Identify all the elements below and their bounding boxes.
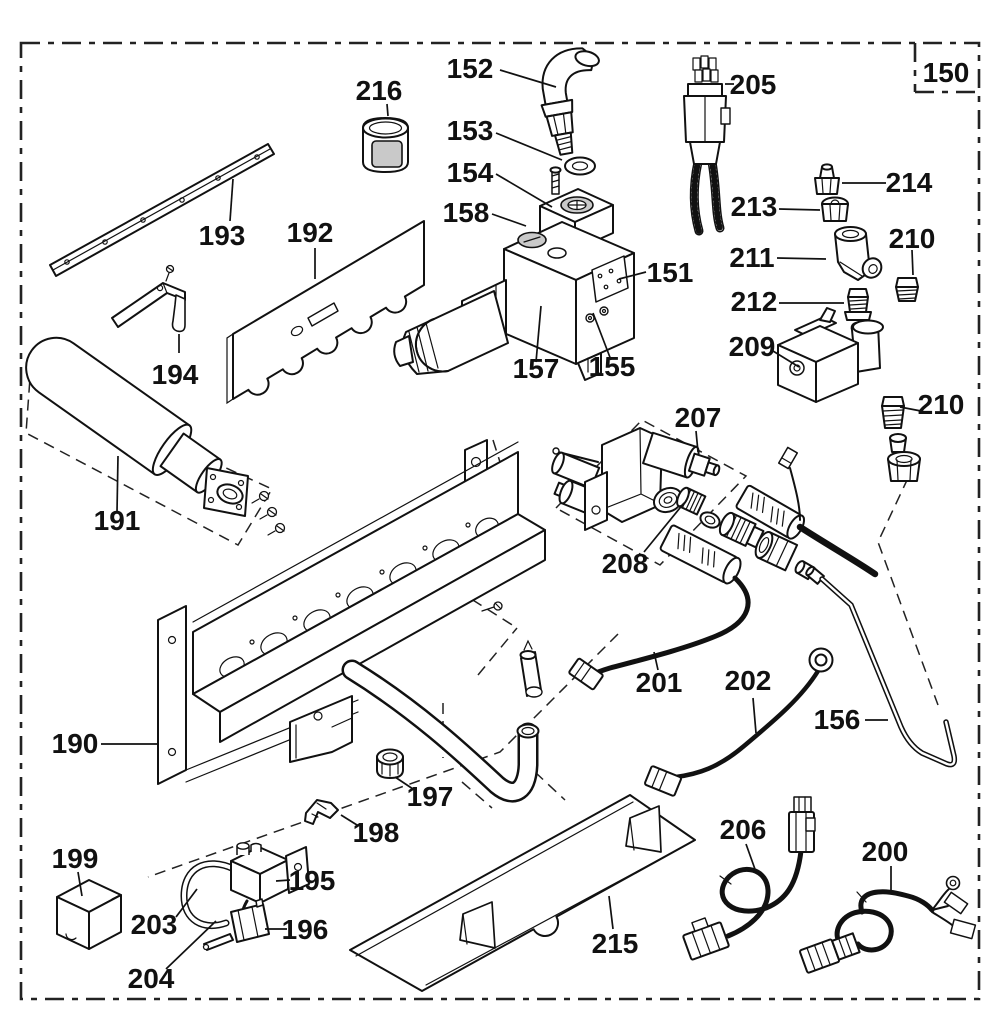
part-label-199: 199 (52, 843, 99, 874)
part-label-209: 209 (729, 331, 776, 362)
part-216-cartridge (362, 117, 409, 173)
part-label-155: 155 (589, 351, 636, 382)
part-label-202: 202 (725, 665, 772, 696)
part-197-nut (376, 748, 404, 779)
part-156-pilot-tube (805, 565, 958, 768)
part-label-216: 216 (356, 75, 403, 106)
sheet-border (19, 41, 981, 1001)
part-label-215: 215 (592, 928, 639, 959)
part-label-203: 203 (131, 909, 178, 940)
part-153-washer (564, 156, 596, 176)
part-label-192: 192 (287, 217, 334, 248)
part-213-fitting (821, 196, 849, 222)
part-label-201: 201 (636, 667, 683, 698)
part-label-200: 200 (862, 836, 909, 867)
part-label-210a: 210 (889, 223, 936, 254)
part-label-207: 207 (675, 402, 722, 433)
part-label-212: 212 (731, 286, 778, 317)
leader-lines (77, 69, 922, 970)
part-194-bracket (111, 264, 186, 333)
part-214-fitting (814, 163, 840, 195)
part-label-213: 213 (731, 191, 778, 222)
flange-screws (251, 490, 286, 536)
part-label-191: 191 (94, 505, 141, 536)
part-label-153: 153 (447, 115, 494, 146)
part-label-210b: 210 (918, 389, 965, 420)
part-label-211: 211 (729, 242, 774, 273)
part-label-214: 214 (886, 167, 933, 198)
part-192-baffle-panel (226, 220, 425, 405)
part-label-151: 151 (647, 257, 694, 288)
part-label-205: 205 (730, 69, 777, 100)
part-211-elbow-fitting (834, 226, 883, 281)
part-206-cable (682, 796, 816, 961)
part-label-206: 206 (720, 814, 767, 845)
part-210-fitting-lower (881, 396, 921, 482)
part-207-manifold (551, 427, 721, 531)
part-205-cable-connector (683, 55, 731, 236)
part-212-fitting (844, 288, 872, 321)
part-label-156: 156 (814, 704, 861, 735)
part-label-150: 150 (923, 57, 970, 88)
part-152-elbow-fitting (540, 47, 600, 156)
part-200-harness (799, 875, 977, 974)
part-190-burner-tray (157, 439, 546, 803)
part-label-157: 157 (513, 353, 560, 384)
part-label-204: 204 (128, 963, 175, 994)
part-151-gas-valve (393, 166, 635, 381)
part-label-196: 196 (282, 914, 329, 945)
part-191-burner-tube (25, 336, 286, 536)
part-labels: 150 152 153 154 158 151 157 155 205 214 … (52, 53, 970, 994)
exploded-union-parts (699, 511, 822, 583)
manifold-pipe (341, 659, 540, 803)
part-label-208: 208 (602, 548, 649, 579)
part-label-193: 193 (199, 220, 246, 251)
part-196-microswitch (202, 898, 270, 951)
part-193-mounting-strip (49, 143, 275, 277)
part-label-154: 154 (447, 157, 494, 188)
part-label-190: 190 (52, 728, 99, 759)
connector-pins (692, 55, 719, 83)
part-label-195: 195 (289, 865, 336, 896)
corrugated-wires (689, 157, 725, 236)
part-209-solenoid-valve (777, 307, 884, 403)
part-215-bottom-panel (349, 794, 696, 992)
part-label-158: 158 (443, 197, 490, 228)
part-199-box (56, 879, 122, 950)
part-label-194: 194 (152, 359, 199, 390)
part-208-ferrule (676, 486, 707, 516)
part-label-152: 152 (447, 53, 494, 84)
loose-spade-terminal (777, 446, 801, 521)
part-201-terminal (568, 657, 604, 691)
part-label-197: 197 (407, 781, 454, 812)
interrupter-sleeve-upper (735, 484, 879, 578)
part-label-198: 198 (353, 817, 400, 848)
part-210-fitting-upper (895, 277, 919, 302)
electrode (519, 639, 543, 698)
part-202-earth-wire (644, 647, 834, 797)
part-198-clip (304, 799, 339, 825)
